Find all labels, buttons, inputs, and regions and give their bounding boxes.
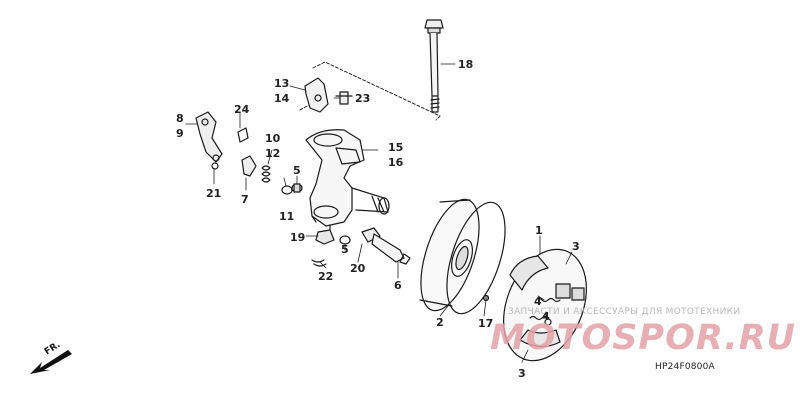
callout-16: 16 — [388, 156, 404, 169]
brake-drum-part — [419, 198, 506, 315]
callout-13: 13 — [274, 77, 290, 90]
callout-17: 17 — [478, 317, 494, 330]
callout-10: 10 — [265, 132, 281, 145]
callout-8: 8 — [176, 112, 184, 125]
brake-shoe-assembly-part — [503, 248, 587, 362]
callout-22: 22 — [318, 270, 334, 283]
callout-19: 19 — [290, 231, 306, 244]
callout-14: 14 — [274, 92, 290, 105]
callout-3-upper: 3 — [572, 240, 580, 253]
washer-part — [281, 183, 303, 195]
callout-12: 12 — [265, 147, 281, 160]
watermark-tagline: ЗАПЧАСТИ И АКСЕССУАРЫ ДЛЯ МОТОТЕХНИКИ — [508, 307, 741, 317]
watermark-logo: MOTOSPOR.RU — [490, 318, 797, 358]
callout-9: 9 — [176, 127, 184, 140]
callout-18: 18 — [458, 58, 474, 71]
callout-4-left: 4 — [534, 295, 542, 308]
callout-24: 24 — [234, 103, 250, 116]
callout-20: 20 — [350, 262, 366, 275]
callout-7: 7 — [241, 193, 249, 206]
callout-6: 6 — [394, 279, 402, 292]
plate-part — [241, 155, 257, 177]
callout-23: 23 — [355, 92, 371, 105]
front-direction-arrow-icon — [30, 350, 72, 374]
callout-5-lower: 5 — [341, 243, 349, 256]
callout-2: 2 — [436, 316, 444, 329]
long-bolt-part — [424, 19, 444, 113]
spring-part — [261, 165, 271, 183]
steering-knuckle-part — [305, 129, 390, 233]
callout-1: 1 — [535, 224, 543, 237]
callout-15: 15 — [388, 141, 404, 154]
bracket-part — [304, 77, 353, 113]
diagram-code: HP24F0800A — [655, 362, 715, 372]
callout-3-lower: 3 — [518, 367, 526, 380]
arm-bracket-part — [195, 111, 249, 170]
callout-5-upper: 5 — [293, 164, 301, 177]
axle-part — [361, 227, 411, 265]
callout-21: 21 — [206, 187, 222, 200]
callout-11: 11 — [279, 210, 295, 223]
callout-4-lower: 4 — [542, 310, 550, 323]
